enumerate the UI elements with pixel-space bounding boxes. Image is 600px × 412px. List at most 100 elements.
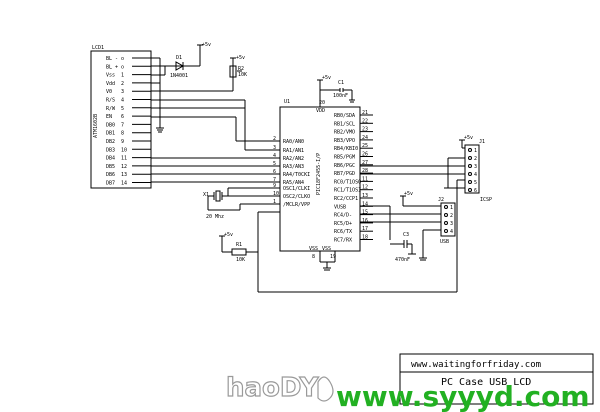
u1-right-pin-name: RB6/PGC: [334, 163, 355, 169]
lcd-pin-num: 10: [121, 147, 127, 153]
u1-right-pin-name: RB2/VMO: [334, 130, 355, 136]
u1-right-pin-name: RC6/TX: [334, 229, 352, 235]
d1-supply: +5v: [202, 42, 211, 48]
lcd-pin-name: EN: [106, 114, 112, 120]
lcd-pin-name: Vss: [106, 73, 115, 79]
u1-left-pin-name: OSC1/CLKI: [283, 186, 310, 192]
d1-symbol: [175, 61, 185, 71]
x1-ref: X1: [203, 192, 209, 198]
c1-value: 100nF: [333, 93, 348, 99]
u1-right-pin-num: 23: [362, 127, 368, 133]
lcd-pin-num: 8: [121, 131, 124, 137]
r2-value: 10K: [238, 72, 247, 78]
u1-vdd-pin: 20: [319, 100, 325, 106]
lcd-pin-name: R/S: [106, 98, 115, 104]
j2-pin-dot: [444, 205, 448, 209]
u1-right-pin-num: 16: [362, 218, 368, 224]
u1-left-pin-num: 4: [273, 153, 276, 159]
j2-pin-num: 2: [450, 213, 453, 219]
lcd-pin-name: DB3: [106, 147, 115, 153]
x1-value: 20 Mhz: [206, 214, 224, 220]
j1-pin-dot: [468, 188, 472, 192]
u1-left-pin-num: 9: [273, 183, 276, 189]
u1-right-pin-num: 26: [362, 152, 368, 158]
j2-pin-num: 1: [450, 205, 453, 211]
lcd-pin-name: DB4: [106, 156, 115, 162]
lcd-pin-num: o: [121, 64, 124, 70]
u1-vss-label-1: VSS: [309, 246, 318, 252]
j1-label: ICSP: [480, 197, 492, 203]
lcd-pin-num: 11: [121, 156, 127, 162]
u1-left-pin-num: 2: [273, 136, 276, 142]
c3-ref: C3: [403, 232, 409, 238]
j2-pin-dot: [444, 213, 448, 217]
title-block-title: PC Case USB LCD: [441, 377, 531, 388]
lcd-pin-name: BL +: [106, 64, 118, 70]
u1-right-pin-name: RC0/T1OSO: [334, 179, 361, 185]
u1-left-pin-num: 5: [273, 161, 276, 167]
j1-ref: J1: [479, 139, 485, 145]
x1: X1 20 Mhz: [203, 187, 280, 220]
u1-vss-pin-1: 8: [312, 254, 315, 260]
u1-right-pin-num: 11: [362, 176, 368, 182]
u1-left-pin-num: 7: [273, 177, 276, 183]
lcd-pin-num: 5: [121, 106, 124, 112]
u1-left-pin-name: RA5/AN4: [283, 180, 304, 186]
u1-vss-pin-2: 19: [330, 254, 336, 260]
j1-pin-dot: [468, 172, 472, 176]
u1-left-pin-num: 3: [273, 145, 276, 151]
hand-icon: [317, 376, 334, 402]
r1-supply: +5v: [224, 232, 233, 238]
r2-ref: R2: [238, 66, 244, 72]
watermark-right: www.syyyd.com: [336, 380, 590, 412]
lcd-pin-num: 14: [121, 181, 127, 187]
lcd-pin-num: 6: [121, 114, 124, 120]
j1-pin-dot: [468, 148, 472, 152]
j1-pin-dot: [468, 164, 472, 168]
c1-supply: +5v: [322, 75, 331, 81]
lcd-pin-num: 7: [121, 122, 124, 128]
title-block: www.waitingforfriday.com PC Case USB LCD: [399, 353, 594, 405]
j2-ref: J2: [438, 197, 444, 203]
lcd-pin-num: 13: [121, 172, 127, 178]
j2-pin-dot: [444, 229, 448, 233]
j2-pin-dot: [444, 221, 448, 225]
j1-pin-num: 5: [474, 180, 477, 186]
title-block-frame: [399, 353, 594, 405]
lcd-pin-num: 9: [121, 139, 124, 145]
j1-pin-num: 4: [474, 172, 477, 178]
u1-right-pin-num: 12: [362, 185, 368, 191]
c1-ref: C1: [338, 80, 344, 86]
lcd-pin-num: 2: [121, 81, 124, 87]
u1-left-pin-num: 6: [273, 169, 276, 175]
u1-right-pin-num: 25: [362, 143, 368, 149]
u1-ref: U1: [284, 99, 290, 105]
lcd-pin-num: o: [121, 56, 124, 62]
u1-right-pin-num: 22: [362, 118, 368, 124]
j1-pin-num: 3: [474, 164, 477, 170]
lcd-pin-num: 1: [121, 73, 124, 79]
u1-right-pin-name: RB4/KBI0: [334, 146, 358, 152]
u1-right-pin-num: 18: [362, 235, 368, 241]
lcd-pin-name: DB0: [106, 122, 115, 128]
j1-pin-num: 1: [474, 148, 477, 154]
u1-part: PIC18F2455-I/P: [316, 153, 322, 195]
lcd-pin-name: DB7: [106, 181, 115, 187]
r1-ref: R1: [236, 242, 242, 248]
r1: +5v R1 10K: [219, 180, 458, 293]
u1-right-pin-name: RC5/D+: [334, 221, 352, 227]
lcd-pin-name: DB1: [106, 131, 115, 137]
j1-supply: +5v: [464, 135, 473, 141]
u1-left-pin-name: RA0/AN0: [283, 139, 304, 145]
u1-right-pin-name: RC7/RX: [334, 238, 352, 244]
j1-pin-dot: [468, 156, 472, 160]
u1-left-pin-name: RA2/AN2: [283, 156, 304, 162]
u1-left-pin-num: 1: [273, 199, 276, 205]
u1-right-pin-num: 17: [362, 226, 368, 232]
